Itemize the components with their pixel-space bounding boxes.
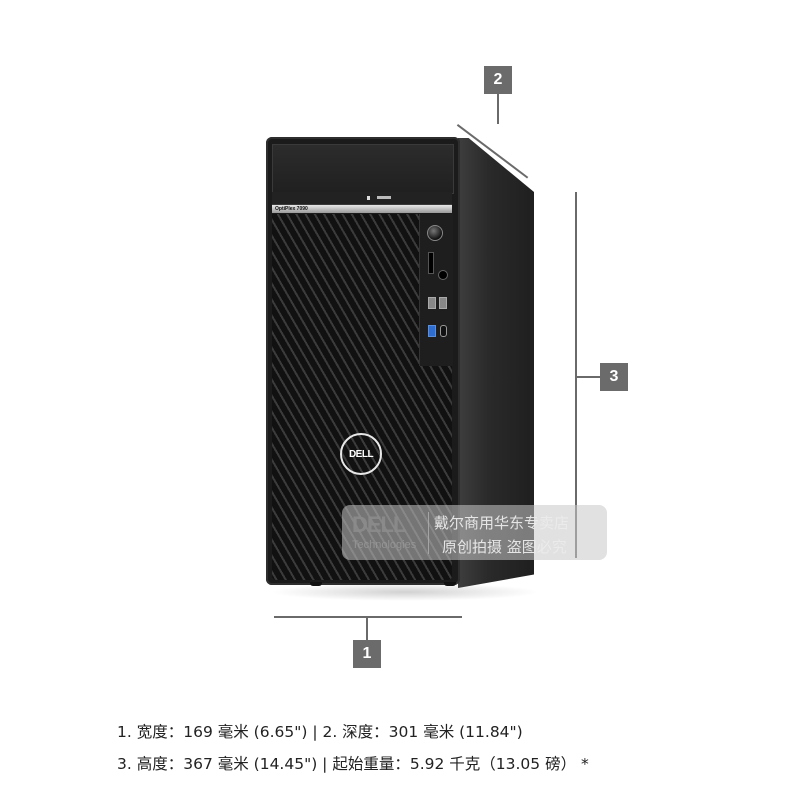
dell-logo-icon: DELL [340,433,382,475]
tower-shadow [270,583,540,601]
optical-drive-bay [272,144,454,194]
watermark-store-name: 戴尔商用华东专卖店 [434,514,570,532]
watermark-dell-logo: DELL [352,512,406,537]
marker-1-label: 1 [362,645,372,662]
eject-button-icon [377,196,391,199]
dimension-marker-3: 3 [600,363,628,391]
power-button-icon [427,225,443,241]
watermark-technologies: Technologies [352,539,417,551]
width-marker-stem [366,617,368,641]
width-line [274,616,462,618]
usb3-port-icon [428,325,436,337]
watermark-copyright: 原创拍摄 盗图必究 [442,538,567,556]
marker-2-label: 2 [493,71,503,88]
spec-line-2: 3. 高度：367 毫米 (14.45") | 起始重量：5.92 千克（13.… [117,755,589,773]
watermark-box [342,505,607,560]
tower-foot [444,582,456,586]
model-label: OptiPlex 7090 [275,206,308,212]
usb-port-icon [439,297,447,309]
drive-led-icon [367,196,370,200]
height-marker-stem [577,376,601,378]
watermark-divider [428,512,429,554]
tower-foot [310,582,322,586]
usb-port-icon [428,297,436,309]
dimension-marker-2: 2 [484,66,512,94]
dell-logo-text: DELL [348,448,374,460]
sd-card-slot-icon [428,252,434,274]
dimension-marker-1: 1 [353,640,381,668]
model-badge-bar [272,205,452,213]
spec-line-1: 1. 宽度：169 毫米 (6.65") | 2. 深度：301 毫米 (11.… [117,723,523,741]
depth-marker-stem [497,94,499,124]
height-line [575,192,577,558]
marker-3-label: 3 [609,368,619,385]
audio-jack-icon [438,270,448,280]
optical-drive-strip [272,192,452,205]
usb-c-port-icon [440,325,447,337]
